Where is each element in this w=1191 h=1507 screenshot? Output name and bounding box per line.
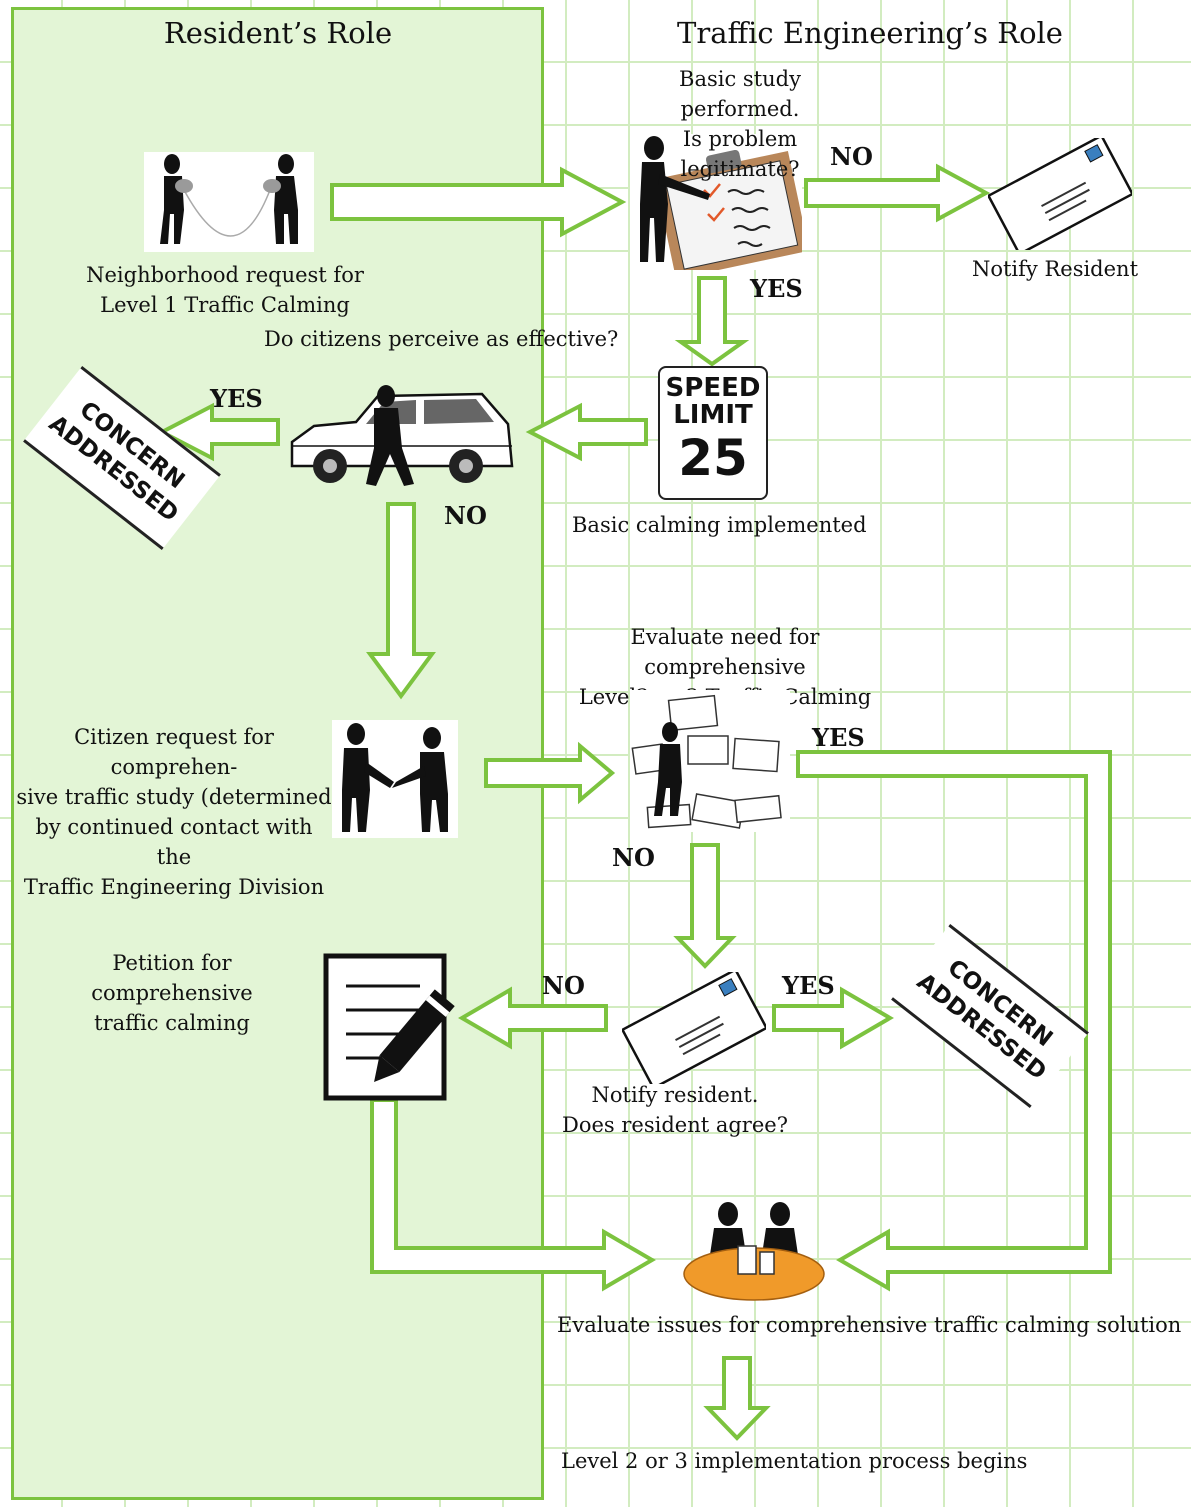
engineering-lane-title: Traffic Engineering’s Role xyxy=(677,16,1063,50)
papers-evaluation-icon xyxy=(630,690,790,832)
notify-resident-label: Notify Resident xyxy=(971,257,1139,281)
arrow-evaluate-to-implementation xyxy=(703,1356,771,1441)
basic-study-label: Basic study performed. Is problem legiti… xyxy=(679,67,801,181)
decision-no-label: NO xyxy=(830,142,873,171)
arrow-sign-to-car xyxy=(525,402,648,462)
arrow-study-to-notify xyxy=(804,163,991,223)
petition-document-icon xyxy=(323,953,455,1101)
decision-no-label: NO xyxy=(542,971,585,1000)
decision-yes-label: YES xyxy=(750,274,803,303)
evaluate-issues-label: Evaluate issues for comprehensive traffi… xyxy=(557,1313,1182,1337)
decision-no-label: NO xyxy=(444,501,487,530)
perceive-effective-label: Do citizens perceive as effective? xyxy=(264,327,619,351)
handshake-icon xyxy=(332,720,458,838)
arrow-car-to-citizen-request xyxy=(366,502,436,700)
arrow-yes-to-evaluate-issues xyxy=(796,750,1112,1292)
arrow-petition-to-evaluate-issues xyxy=(370,1098,656,1292)
speed-sign-value: 25 xyxy=(678,429,748,487)
clipboard-study-icon xyxy=(630,134,802,270)
speed-limit-sign: SPEED LIMIT 25 xyxy=(658,366,768,500)
decision-yes-label: YES xyxy=(782,971,835,1000)
resident-lane-title: Resident’s Role xyxy=(163,16,393,50)
citizen-request-label: Citizen request for comprehen- sive traf… xyxy=(16,725,332,899)
speed-sign-line1: SPEED xyxy=(665,373,761,403)
arrow-evaluate-to-notify xyxy=(673,843,737,969)
envelope-icon xyxy=(988,138,1132,250)
decision-no-label: NO xyxy=(612,843,655,872)
arrow-study-to-speed-sign xyxy=(674,276,750,367)
can-phone-people-icon xyxy=(144,152,314,252)
implementation-label: Level 2 or 3 implementation process begi… xyxy=(561,1449,1028,1473)
meeting-table-icon xyxy=(683,1202,825,1301)
basic-calming-label: Basic calming implemented xyxy=(572,513,867,537)
arrow-request-to-study xyxy=(330,166,627,238)
arrow-notify-to-concern xyxy=(772,986,894,1050)
notify-resident-agree-label: Notify resident. Does resident agree? xyxy=(562,1083,788,1137)
petition-label: Petition for comprehensive traffic calmi… xyxy=(91,951,253,1035)
speed-sign-line2: LIMIT xyxy=(673,400,753,430)
decision-yes-label: YES xyxy=(210,384,263,413)
arrow-car-to-concern xyxy=(157,402,280,462)
neighborhood-request-label: Neighborhood request for Level 1 Traffic… xyxy=(86,263,364,317)
arrow-citizen-to-evaluate xyxy=(484,741,616,805)
decision-yes-label: YES xyxy=(812,723,865,752)
arrow-notify-to-petition xyxy=(458,986,608,1050)
envelope-icon xyxy=(622,972,766,1084)
car-icon xyxy=(290,385,514,486)
